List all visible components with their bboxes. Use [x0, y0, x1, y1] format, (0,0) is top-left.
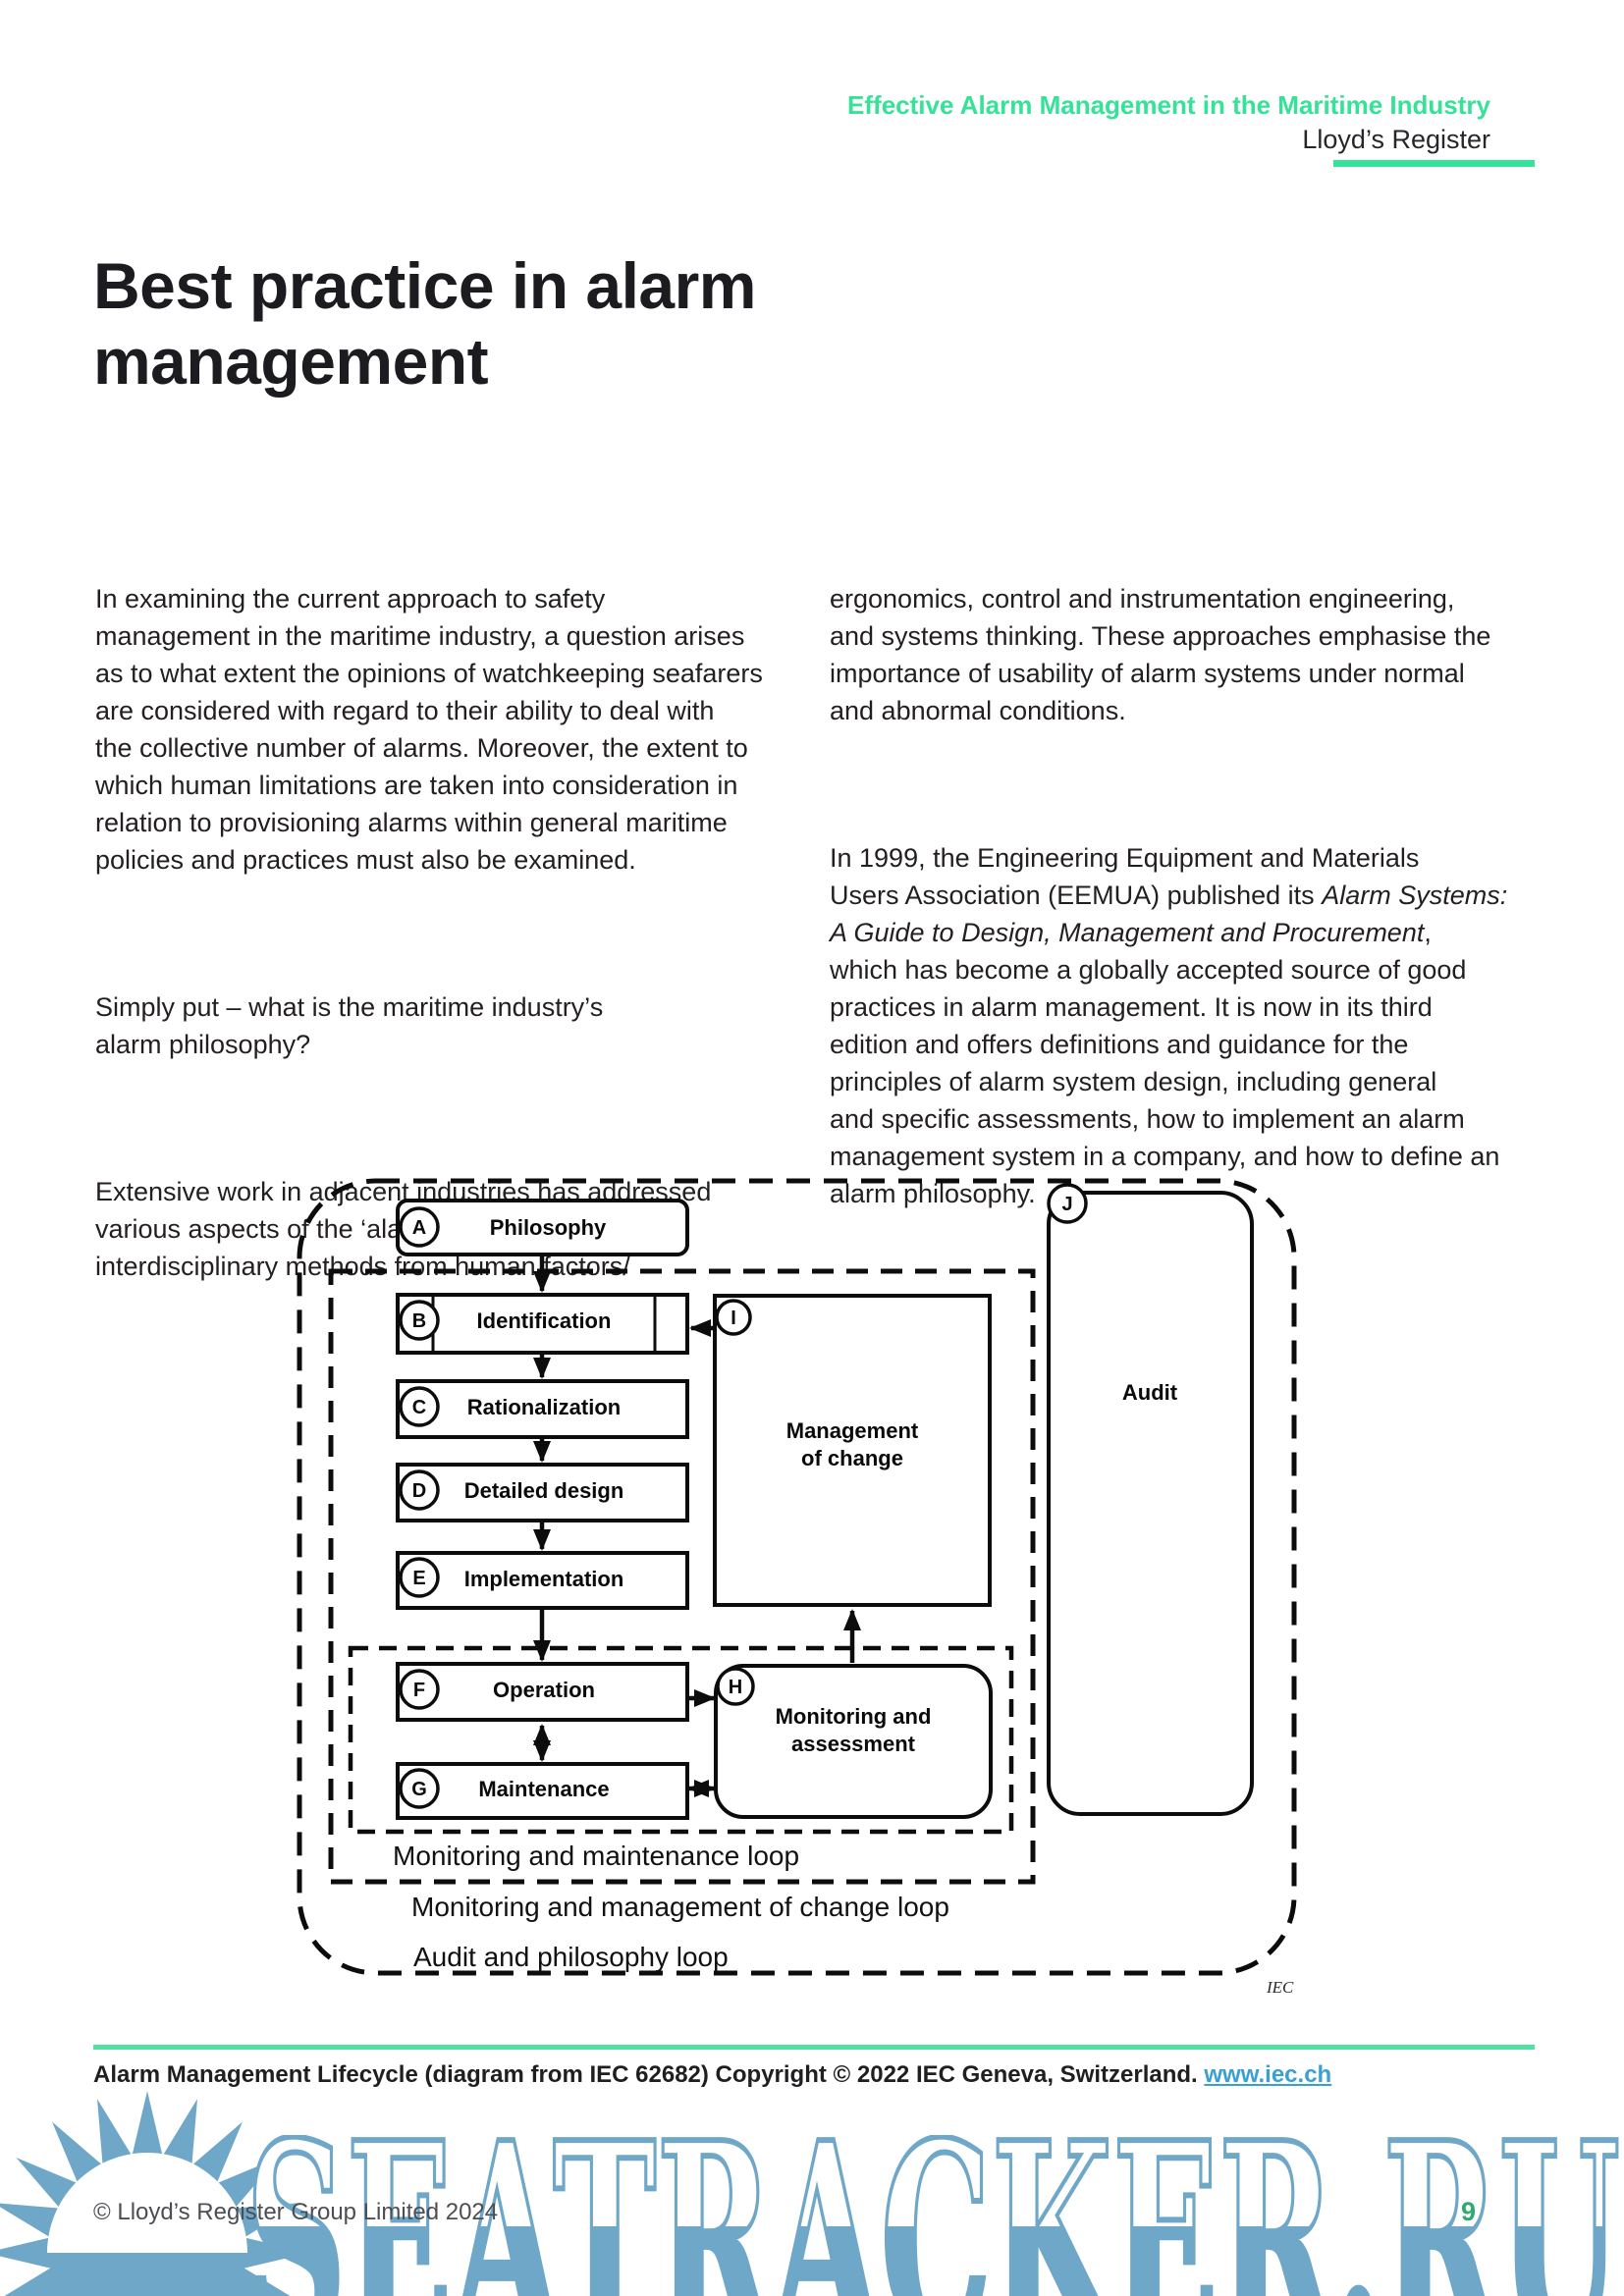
node-management-of-change [713, 1294, 992, 1607]
node-detailed-design-letter-badge [399, 1469, 440, 1511]
paragraph: ergonomics, control and instrumentation … [830, 584, 1491, 725]
page-number: 9 [1461, 2197, 1477, 2226]
node-management-of-change-label-line2: of change [801, 1446, 903, 1470]
node-maintenance-letter-badge [399, 1768, 440, 1809]
node-operation [396, 1662, 689, 1722]
monitoring-maintenance-loop-boundary [348, 1645, 1014, 1835]
figure-caption-text: Alarm Management Lifecycle (diagram from… [93, 2061, 1205, 2088]
loop-label-monitoring-maintenance: Monitoring and maintenance loop [393, 1841, 799, 1871]
node-philosophy-letter: A [412, 1217, 426, 1239]
node-rationalization-letter-badge [399, 1386, 440, 1427]
paragraph: Extensive work in adjacent industries ha… [95, 1177, 712, 1281]
right-column: ergonomics, control and instrumentation … [830, 506, 1537, 1322]
left-column: In examining the current approach to saf… [95, 506, 798, 1395]
node-monitoring-assessment-letter-badge [716, 1667, 755, 1706]
node-operation-letter: F [413, 1680, 425, 1701]
node-maintenance [396, 1762, 689, 1820]
node-operation-label: Operation [493, 1678, 595, 1702]
loop-label-audit-philosophy: Audit and philosophy loop [413, 1942, 729, 1972]
footer-copyright: © Lloyd’s Register Group Limited 2024 [93, 2199, 499, 2225]
node-detailed-design-letter: D [412, 1480, 426, 1502]
node-rationalization [396, 1379, 689, 1439]
watermark-text: SEATRACKER.RU SEATRACKER.RU [245, 2135, 1623, 2296]
audit-philosophy-loop-boundary [297, 1178, 1297, 1976]
node-monitoring-assessment-label-line1: Monitoring and [776, 1704, 932, 1729]
paragraph-text: , which has become a globally accepted s… [830, 918, 1500, 1208]
management-of-change-loop-boundary [328, 1268, 1036, 1885]
book-title-italic: Alarm Systems: A Guide to Design, Manage… [830, 881, 1508, 947]
node-monitoring-assessment-label-line2: assessment [791, 1732, 916, 1756]
node-management-of-change-letter: I [731, 1308, 736, 1329]
node-management-of-change-letter-badge [715, 1299, 752, 1336]
page-header: Effective Alarm Management in the Mariti… [847, 90, 1535, 155]
header-green-bar [1333, 160, 1535, 167]
node-implementation-label: Implementation [464, 1567, 624, 1591]
node-maintenance-letter: G [411, 1779, 427, 1800]
node-monitoring-assessment [714, 1664, 993, 1819]
node-management-of-change-label-line1: Management [786, 1418, 919, 1443]
node-audit-label: Audit [1122, 1380, 1178, 1405]
paragraph: In examining the current approach to saf… [95, 584, 763, 875]
node-audit [1047, 1191, 1254, 1816]
node-identification-label: Identification [477, 1308, 612, 1333]
node-detailed-design-label: Detailed design [464, 1478, 624, 1503]
iec-link[interactable]: www.iec.ch [1204, 2061, 1332, 2088]
node-audit-letter: J [1061, 1194, 1072, 1215]
node-rationalization-label: Rationalization [467, 1395, 621, 1419]
node-identification-letter-badge [399, 1300, 440, 1341]
paragraph: Simply put – what is the maritime indust… [95, 992, 604, 1059]
iec-credit: IEC [1266, 1978, 1294, 1997]
node-identification-letter: B [412, 1310, 426, 1332]
header-brand: Lloyd’s Register [1302, 125, 1490, 154]
node-implementation [396, 1551, 689, 1610]
node-philosophy [396, 1199, 689, 1256]
node-detailed-design [396, 1463, 689, 1522]
node-philosophy-label: Philosophy [490, 1215, 607, 1240]
watermark-text-top-half: SEATRACKER.RU [245, 2135, 1620, 2296]
loop-label-monitoring-management-of-change: Monitoring and management of change loop [411, 1892, 949, 1922]
node-identification [396, 1293, 689, 1355]
sun-dome [47, 2153, 247, 2253]
paragraph-text: In 1999, the Engineering Equipment and M… [830, 843, 1420, 910]
watermark-sun-logo [0, 2091, 309, 2296]
alarm-lifecycle-diagram: Philosophy A Identification B Rationaliz… [297, 1178, 1297, 1997]
header-doc-title: Effective Alarm Management in the Mariti… [847, 90, 1490, 120]
figure-caption: Alarm Management Lifecycle (diagram from… [93, 2061, 1331, 2089]
node-maintenance-label: Maintenance [478, 1777, 609, 1801]
node-philosophy-letter-badge [399, 1206, 440, 1248]
page-title: Best practice in alarm management [93, 249, 756, 398]
node-rationalization-letter: C [412, 1397, 426, 1418]
caption-divider-rule [93, 2045, 1535, 2050]
node-operation-letter-badge [399, 1669, 440, 1710]
node-audit-letter-badge [1047, 1183, 1088, 1224]
node-monitoring-assessment-letter: H [729, 1677, 742, 1698]
node-implementation-letter: E [412, 1568, 425, 1589]
paragraph: In 1999, the Engineering Equipment and M… [830, 839, 1537, 1212]
node-implementation-letter-badge [399, 1557, 440, 1598]
watermark-text-bottom-half: SEATRACKER.RU [245, 2135, 1620, 2296]
